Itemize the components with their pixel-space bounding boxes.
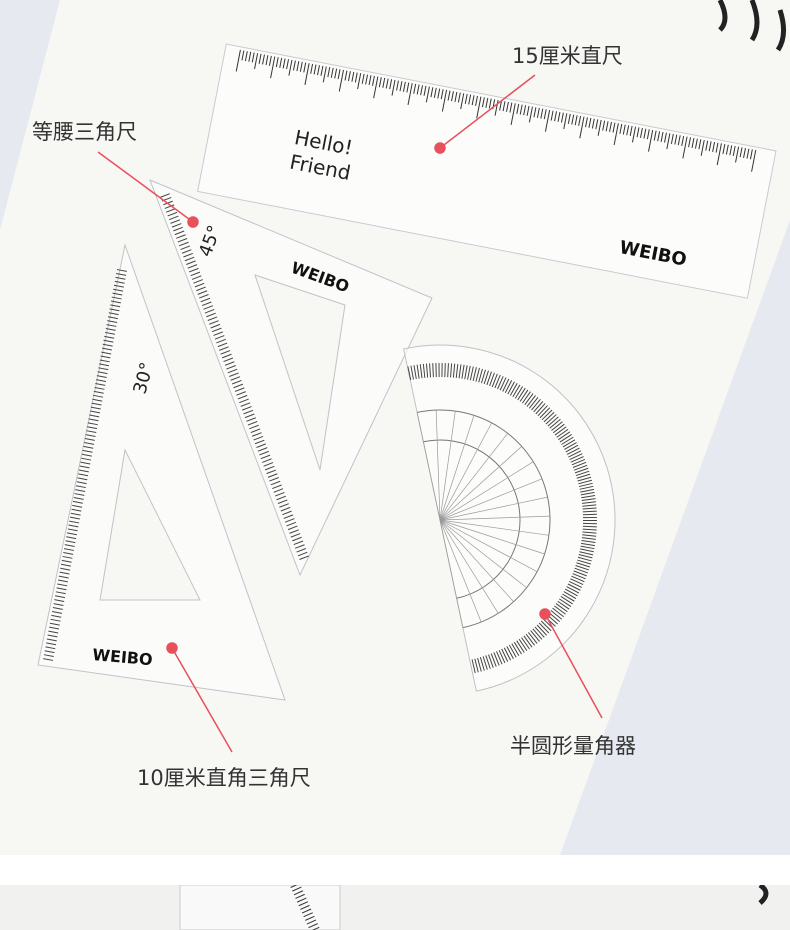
product-photo: Hello! Friend WEIBO 45° WEIBO 30° WEIBO bbox=[0, 0, 790, 855]
spiral-rings-icon bbox=[717, 0, 786, 52]
next-product-photo bbox=[0, 885, 790, 930]
isosceles-triangle-ruler: 45° WEIBO bbox=[149, 179, 433, 577]
right-triangle-ruler: 30° WEIBO bbox=[37, 243, 286, 701]
label-ruler-15cm: 15厘米直尺 bbox=[512, 44, 623, 68]
product-illustration: Hello! Friend WEIBO 45° WEIBO 30° WEIBO bbox=[0, 0, 790, 855]
label-protractor: 半圆形量角器 bbox=[510, 734, 636, 758]
label-isosceles-triangle: 等腰三角尺 bbox=[32, 120, 137, 144]
protractor bbox=[403, 344, 616, 692]
ruler-15cm: Hello! Friend WEIBO bbox=[197, 43, 777, 299]
callout-lines bbox=[97, 74, 603, 753]
section-divider bbox=[0, 855, 790, 885]
label-right-triangle: 10厘米直角三角尺 bbox=[137, 766, 311, 790]
